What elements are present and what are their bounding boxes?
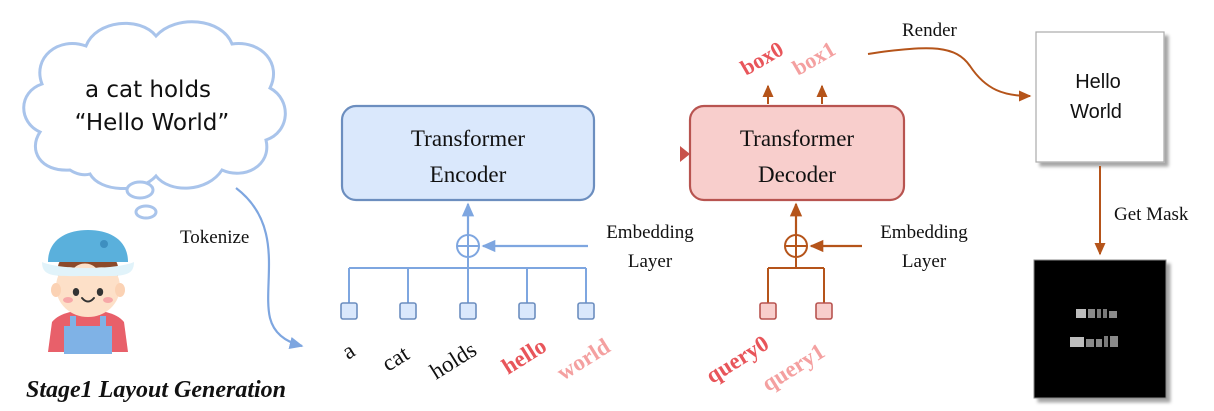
mask-image (1033, 259, 1167, 399)
token-square (399, 302, 417, 320)
token-word: cat (377, 341, 413, 377)
render-arrow (867, 47, 1032, 102)
token-square (518, 302, 536, 320)
token-word: holds (425, 337, 481, 385)
token-square (340, 302, 358, 320)
decoder-embedding-line-2: Layer (902, 251, 947, 272)
rendered-line-2: World (1070, 101, 1122, 123)
encoder-embedding-line-2: Layer (628, 251, 673, 272)
tokenize-arrow (235, 187, 304, 349)
token-square (459, 302, 477, 320)
encoder-embedding-line-1: Embedding (606, 222, 694, 243)
token-word: a (337, 338, 359, 365)
decoder-input-tree (759, 202, 862, 320)
decoder-output-box1: box1 (788, 36, 840, 80)
encoder-title-line-1: Transformer (411, 126, 525, 151)
token-word: hello (497, 333, 550, 379)
tokenize-label: Tokenize (180, 227, 249, 248)
child-avatar (42, 230, 134, 354)
rendered-text-image: Hello World (1035, 31, 1165, 163)
stage-caption: Stage1 Layout Generation (26, 377, 286, 403)
decoder-title-line-1: Transformer (740, 126, 854, 151)
query-square (815, 302, 833, 320)
token-word: world (552, 333, 614, 385)
decoder-output-arrows (762, 84, 828, 104)
decoder-embedding-line-1: Embedding (880, 222, 968, 243)
token-square (577, 302, 595, 320)
query-square (759, 302, 777, 320)
transformer-encoder: Transformer Encoder (340, 104, 596, 202)
encoder-title-line-2: Encoder (430, 162, 507, 187)
encoder-input-tree (340, 202, 595, 320)
thought-cloud: a cat holds “Hello World” (22, 20, 287, 220)
rendered-line-1: Hello (1075, 71, 1121, 93)
render-label: Render (902, 20, 958, 41)
thought-line-2: “Hello World” (75, 110, 230, 136)
decoder-title-line-2: Decoder (758, 162, 836, 187)
transformer-decoder: Transformer Decoder (688, 104, 906, 202)
get-mask-label: Get Mask (1114, 204, 1189, 225)
thought-line-1: a cat holds (85, 77, 211, 103)
decoder-output-box0: box0 (736, 36, 788, 80)
